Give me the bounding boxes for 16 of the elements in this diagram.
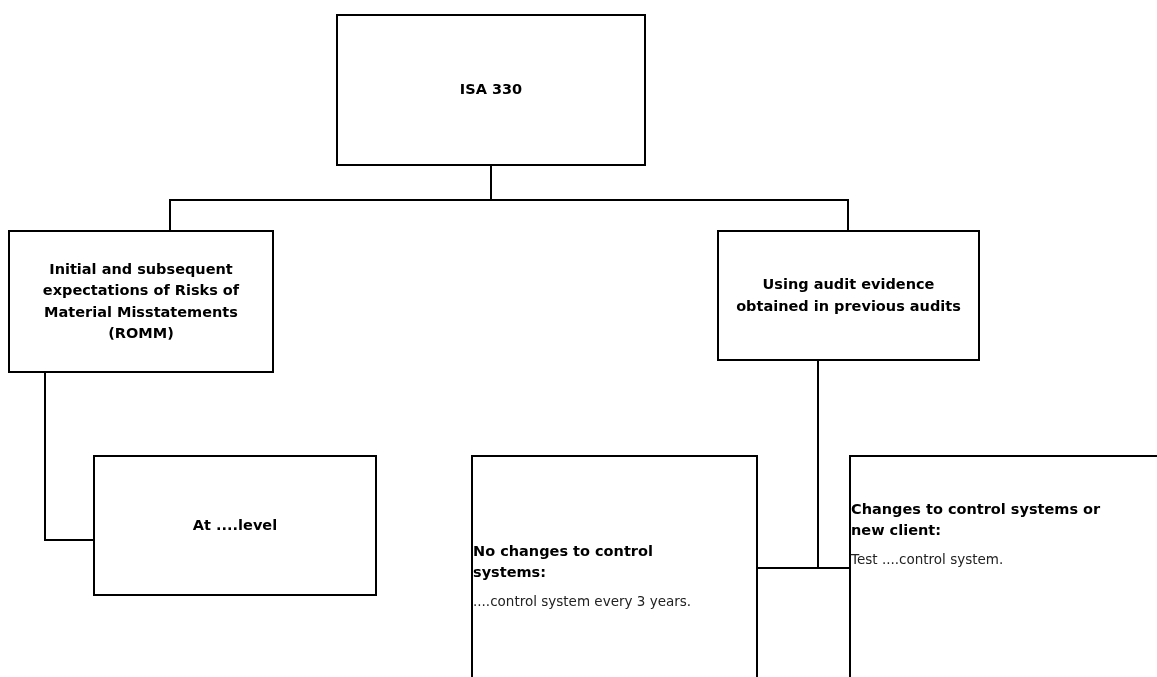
process-box <box>8 230 274 373</box>
box-heading: ISA 330 <box>459 80 523 100</box>
process-box <box>93 455 377 596</box>
box-heading: At ....level <box>192 516 278 535</box>
box-text: ....control system every 3 years. <box>473 592 693 612</box>
box-heading: No changes to control systems: <box>473 542 654 582</box>
box-heading: Changes to control systems or new client: <box>851 500 1102 540</box>
box-heading: Initial and subsequent expectations of Risks of Material Misstatements (ROMM) <box>41 260 241 343</box>
process-box <box>471 455 758 677</box>
process-box <box>336 14 646 166</box>
connector-line <box>817 360 850 569</box>
process-box <box>849 455 1157 677</box>
box-text: Test ....control system. <box>851 550 1005 570</box>
connector-line <box>44 372 94 541</box>
process-box <box>717 230 980 361</box>
box-heading: Using audit evidence obtained in previous audits <box>735 275 962 316</box>
